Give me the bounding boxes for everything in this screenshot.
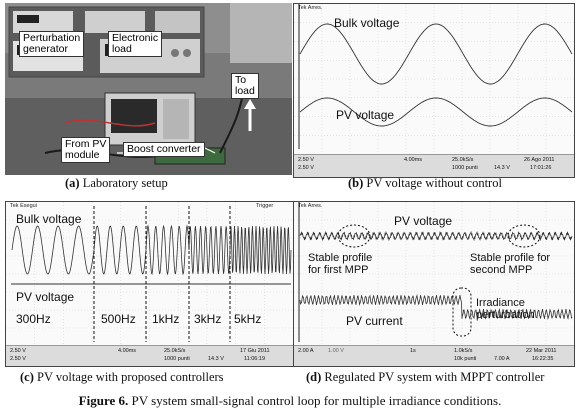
scope-b-plot: [294, 4, 574, 154]
label-electronic-load: Electronic load: [108, 31, 163, 57]
caption-d: (d) Regulated PV system with MPPT contro…: [306, 370, 545, 384]
lab-setup-photo: Perturbation generator Electronic load T…: [5, 3, 292, 175]
figure-caption: Figure 6. PV system small-signal control…: [78, 393, 502, 408]
caption-b: (b) PV voltage without control: [348, 176, 502, 190]
freq-label-300hz: 300Hz: [16, 312, 51, 326]
scope-panel-d: Tek Arres. PV voltage Stable profile for…: [293, 201, 575, 367]
trace-label-bulk: Bulk voltage: [16, 212, 82, 226]
scope-c-plot: [6, 202, 293, 346]
freq-label-1khz: 1kHz: [152, 312, 180, 326]
caption-a: (a) Laboratory setup: [65, 176, 168, 190]
annotation-stable-second: Stable profile for second MPP: [470, 252, 551, 276]
trace-label-pv-voltage: PV voltage: [394, 214, 453, 228]
scope-d-plot: [294, 202, 574, 346]
annotation-irradiance: Irradiance perturbation: [476, 297, 535, 321]
scope-panel-c: Tek Esegui Trigger Bulk voltage PV volta…: [5, 201, 294, 367]
trace-label-bulk: Bulk voltage: [334, 16, 400, 30]
scope-header: Tek Arres.: [298, 5, 323, 11]
label-perturbation-generator: Perturbation generator: [19, 31, 85, 57]
scope-header: Tek Esegui: [10, 203, 37, 209]
scope-header: Tek Arres.: [298, 203, 323, 209]
trace-label-pv: PV voltage: [336, 108, 395, 122]
label-from-pv-module: From PV module: [61, 137, 111, 163]
caption-c: (c) PV voltage with proposed controllers: [20, 370, 224, 384]
scope-status-bar: 2.50 V 2.50 V 4.00ms 25.0kS/s 1000 punti…: [6, 345, 293, 366]
trace-label-pv-current: PV current: [346, 314, 403, 328]
label-boost-converter: Boost converter: [123, 142, 205, 157]
freq-label-3khz: 3kHz: [194, 312, 222, 326]
scope-status-bar: 2.00 A 1.00 V 1s 1.0kS/s 10k punti 7.00 …: [294, 345, 574, 366]
annotation-stable-first: Stable profile for first MPP: [308, 252, 373, 276]
trace-label-pv: PV voltage: [16, 290, 75, 304]
scope-panel-b: Tek Arres. Bulk voltage PV voltage 2.50 …: [293, 3, 575, 178]
freq-label-5khz: 5kHz: [234, 312, 262, 326]
label-to-load: To load: [231, 73, 259, 99]
scope-status-bar: 2.50 V 2.50 V 4.00ms 25.0kS/s 1000 punti…: [294, 154, 574, 177]
trigger-label: Trigger: [256, 203, 274, 209]
freq-label-500hz: 500Hz: [101, 312, 136, 326]
